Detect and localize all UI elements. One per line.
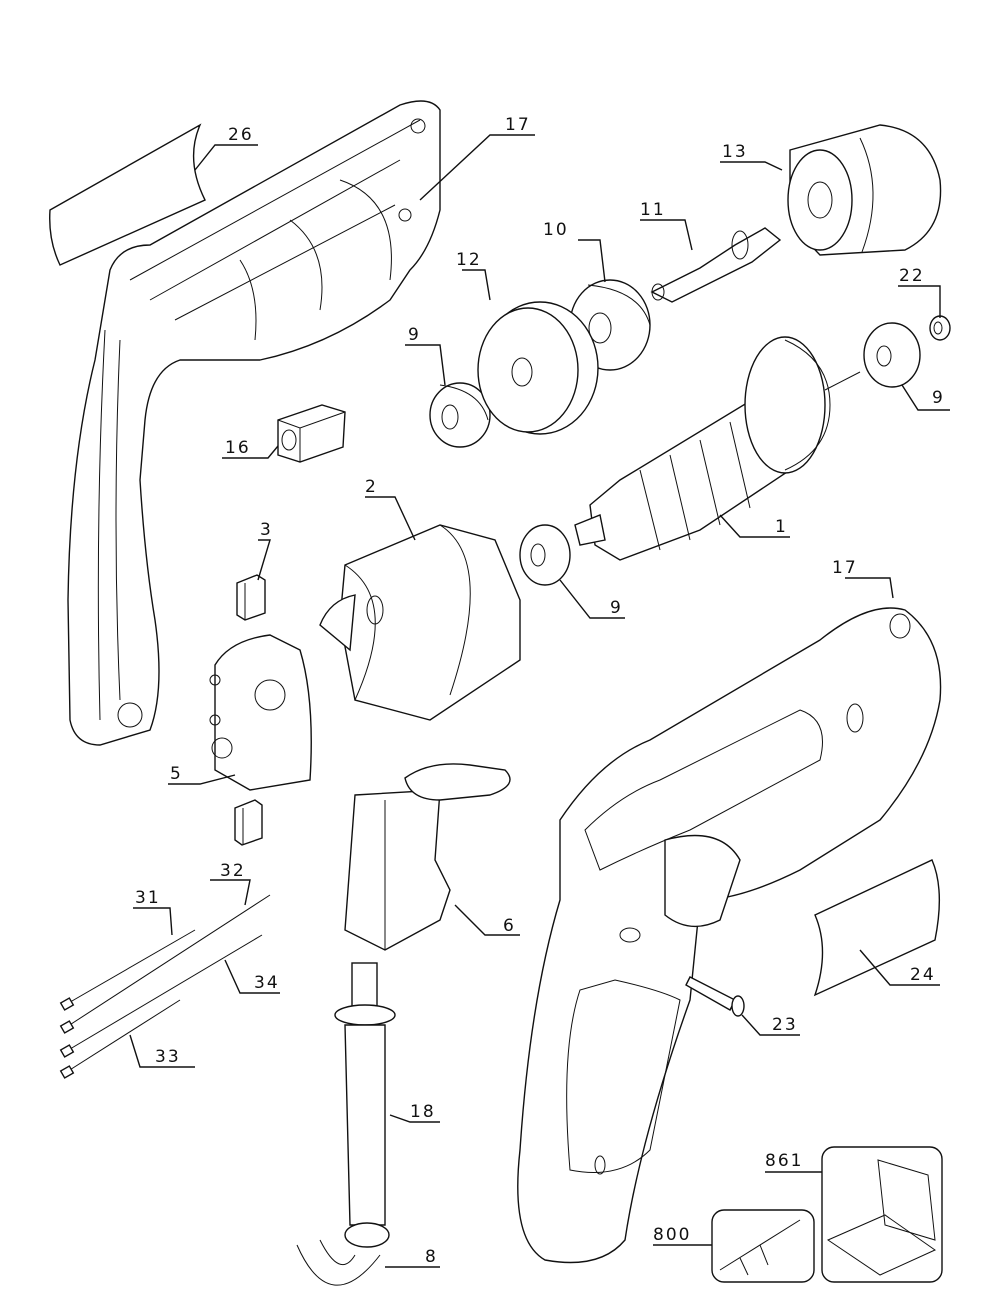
brush-holder-5 [209,634,312,791]
chuck-13 [787,124,942,256]
part-label-861: 861 [765,1151,803,1171]
carry-case-861 [821,1146,943,1283]
part-label-24: 24 [910,965,936,985]
vent-grille [664,834,741,928]
bearing-9-right [863,322,921,388]
part-label-17-right: 17 [832,558,858,578]
cord-clamp-16 [277,404,346,463]
part-label-9-center: 9 [610,598,623,618]
brush-lower [234,799,263,846]
part-label-17-top: 17 [505,115,531,135]
part-label-3: 3 [260,520,273,540]
gear-12 [477,301,599,435]
part-label-9-left: 9 [408,325,421,345]
part-label-34: 34 [254,973,280,993]
small-bearing-22 [929,315,951,341]
part-label-10: 10 [543,220,569,240]
bearing-9-center [519,524,571,586]
wire-32 [59,894,271,1034]
part-label-31: 31 [135,888,161,908]
field-stator-2 [319,524,521,721]
leader-lines [129,134,950,1268]
part-label-23: 23 [772,1015,798,1035]
label-24 [813,859,941,997]
part-label-22: 22 [899,266,925,286]
part-label-13: 13 [722,142,748,162]
part-label-12: 12 [456,250,482,270]
wire-31 [59,929,196,1011]
brush-3 [236,574,266,621]
part-label-8: 8 [425,1247,438,1267]
part-label-9-right: 9 [932,388,945,408]
armature-1 [574,336,861,561]
part-label-18: 18 [410,1102,436,1122]
part-label-6: 6 [503,916,516,936]
part-label-1: 1 [775,517,788,537]
part-label-16: 16 [225,438,251,458]
switch-6 [344,763,511,951]
screw-23 [685,976,745,1017]
part-label-26: 26 [228,125,254,145]
label-26 [49,123,206,266]
part-label-33: 33 [155,1047,181,1067]
spindle-11 [650,227,782,303]
part-label-5: 5 [170,764,183,784]
part-label-32: 32 [220,861,246,881]
housing-right-17 [517,607,942,1264]
part-label-2: 2 [365,477,378,497]
bearing-9-left [429,382,491,448]
part-label-800: 800 [653,1225,691,1245]
accessory-box-800 [711,1209,815,1283]
wire-34 [59,934,263,1058]
part-label-11: 11 [640,200,666,220]
cord-protector-8 [296,1222,390,1286]
wire-33 [59,999,181,1079]
housing-left-17 [67,100,441,746]
cord-18 [334,962,396,1226]
